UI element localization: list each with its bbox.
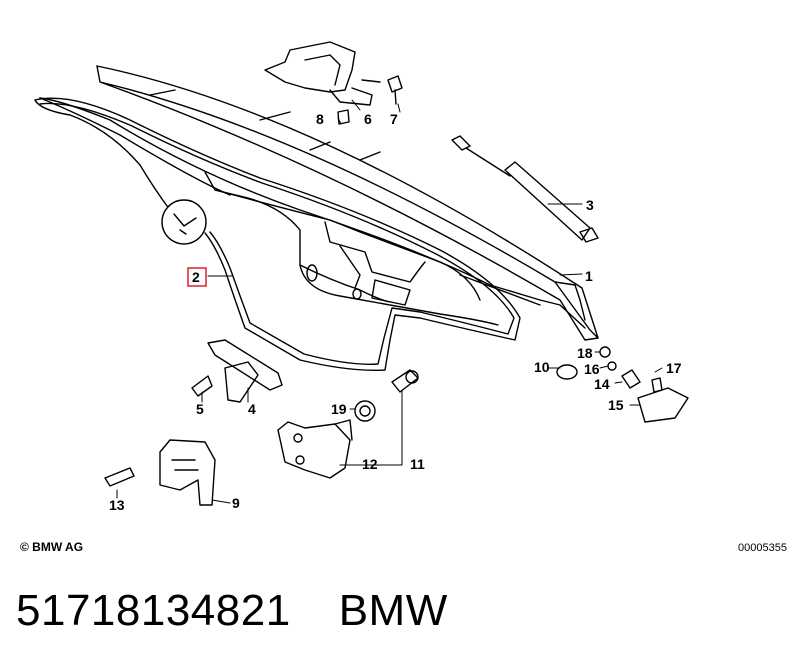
- callout-13: 13: [109, 497, 125, 513]
- trunk-lid: [39, 65, 599, 341]
- callout-6: 6: [364, 111, 372, 127]
- callout-9: 9: [232, 495, 240, 511]
- hinge-bracket: [191, 339, 283, 403]
- callout-14: 14: [594, 376, 610, 392]
- leader-lines: [116, 99, 663, 504]
- callout-5: 5: [196, 401, 204, 417]
- lock-assembly: [277, 369, 419, 479]
- small-fasteners: [556, 346, 689, 423]
- callout-11: 11: [410, 456, 425, 472]
- lock-bracket: [264, 41, 403, 125]
- parts-diagram: 1 2 3 4 5 6 7 8 9 10 11 12 13 14 15 16 1…: [34, 41, 689, 513]
- callout-17: 17: [666, 360, 682, 376]
- callout-15: 15: [608, 397, 624, 413]
- callout-19: 19: [331, 401, 347, 417]
- callout-3: 3: [586, 197, 594, 213]
- callout-7: 7: [390, 111, 398, 127]
- part-number: 51718134821: [16, 586, 291, 635]
- copyright-notice: © BMW AG: [20, 540, 84, 554]
- callout-16: 16: [584, 361, 600, 377]
- trunk-support: [104, 439, 216, 506]
- callout-1: 1: [585, 268, 593, 284]
- diagram-ref-number: 00005355: [738, 542, 787, 554]
- brand-name: BMW: [338, 586, 448, 635]
- callout-18: 18: [577, 345, 593, 361]
- callout-2: 2: [192, 269, 200, 285]
- trunk-seal: [34, 97, 521, 371]
- callout-10: 10: [534, 359, 550, 375]
- caption: 51718134821 BMW: [16, 586, 448, 636]
- gas-strut: [451, 135, 599, 243]
- highlight-box: [187, 267, 207, 287]
- callout-4: 4: [248, 401, 256, 417]
- callout-8: 8: [316, 111, 324, 127]
- callout-12: 12: [362, 456, 378, 472]
